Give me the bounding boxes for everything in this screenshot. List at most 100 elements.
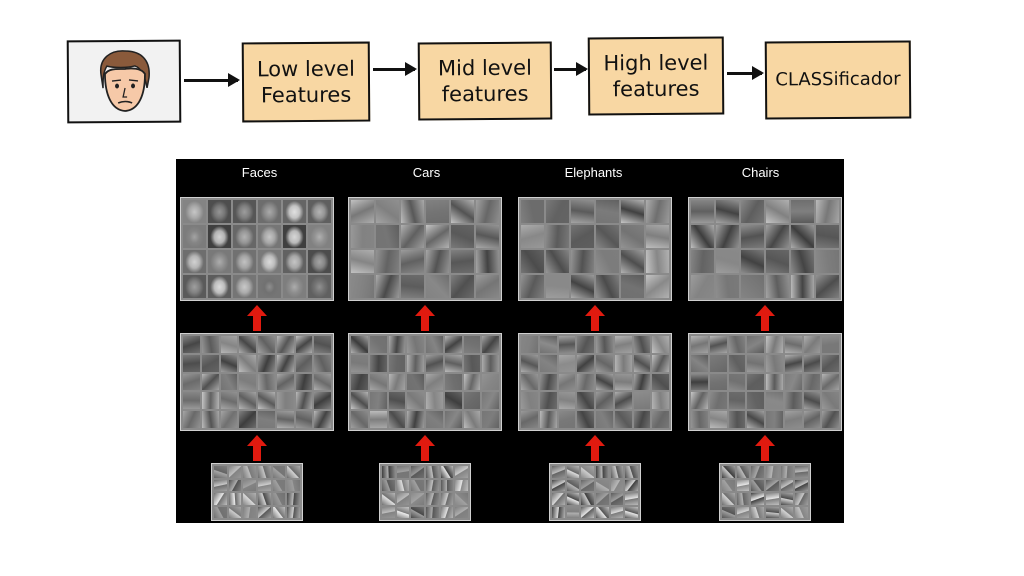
- filter-tile: [596, 336, 613, 353]
- filter-tile: [258, 250, 281, 273]
- filter-tile: [751, 493, 764, 505]
- filter-tile: [283, 250, 306, 273]
- filter-tile: [314, 411, 331, 428]
- filter-tile: [214, 507, 227, 519]
- filter-tile: [455, 466, 468, 478]
- filter-tile: [451, 225, 474, 248]
- filter-tile: [791, 275, 814, 298]
- filter-tile: [571, 200, 594, 223]
- filter-tile: [737, 493, 750, 505]
- filter-tile: [710, 392, 727, 409]
- filter-tile: [407, 336, 424, 353]
- filter-tile: [795, 466, 808, 478]
- filter-tile: [581, 493, 594, 505]
- filter-tile: [296, 374, 313, 391]
- filter-tile: [277, 392, 294, 409]
- filter-tile: [822, 374, 839, 391]
- filter-tile: [722, 507, 735, 519]
- filter-tile: [183, 225, 206, 248]
- filter-tile: [258, 374, 275, 391]
- filter-tile: [741, 275, 764, 298]
- filter-tile: [634, 336, 651, 353]
- filter-tile: [407, 411, 424, 428]
- filter-tile: [795, 493, 808, 505]
- filter-tile: [401, 225, 424, 248]
- filter-tile: [376, 225, 399, 248]
- filter-tile: [741, 200, 764, 223]
- filter-tile: [183, 374, 200, 391]
- filter-tile: [766, 392, 783, 409]
- filter-tile: [781, 493, 794, 505]
- filter-tile: [615, 411, 632, 428]
- filter-tile: [751, 507, 764, 519]
- filter-tile: [615, 355, 632, 372]
- filter-tile: [716, 250, 739, 273]
- filter-tile: [426, 250, 449, 273]
- filter-tile: [691, 336, 708, 353]
- filter-tile: [741, 225, 764, 248]
- filter-tile: [258, 225, 281, 248]
- filter-tile: [351, 200, 374, 223]
- filter-tile: [229, 507, 242, 519]
- filter-tile: [476, 200, 499, 223]
- filter-tile: [397, 507, 410, 519]
- filter-tile: [540, 336, 557, 353]
- filter-tile: [308, 225, 331, 248]
- filter-tile: [804, 355, 821, 372]
- filter-tile: [521, 336, 538, 353]
- filter-tile: [611, 507, 624, 519]
- chairs-edge-features-grid: [719, 463, 811, 521]
- filter-tile: [546, 225, 569, 248]
- filter-tile: [451, 250, 474, 273]
- filter-tile: [577, 336, 594, 353]
- filter-tile: [766, 200, 789, 223]
- filter-tile: [822, 411, 839, 428]
- stage-label: CLASSificador: [775, 68, 900, 91]
- filter-tile: [816, 225, 839, 248]
- filter-tile: [747, 355, 764, 372]
- filter-tile: [214, 480, 227, 492]
- filter-tile: [816, 250, 839, 273]
- up-arrow-elephants-top: [585, 305, 605, 331]
- filter-tile: [445, 355, 462, 372]
- filter-tile: [482, 411, 499, 428]
- filter-tile: [791, 200, 814, 223]
- filter-tile: [202, 392, 219, 409]
- flow-arrow-3: [554, 68, 586, 71]
- filter-tile: [567, 480, 580, 492]
- filter-tile: [273, 507, 286, 519]
- filter-tile: [476, 275, 499, 298]
- filter-tile: [208, 200, 231, 223]
- filter-tile: [766, 493, 779, 505]
- filter-tile: [621, 250, 644, 273]
- filter-tile: [183, 411, 200, 428]
- filter-tile: [766, 480, 779, 492]
- filter-tile: [691, 411, 708, 428]
- filter-tile: [351, 374, 368, 391]
- filter-tile: [370, 336, 387, 353]
- filter-tile: [233, 250, 256, 273]
- filter-tile: [751, 466, 764, 478]
- filter-tile: [552, 466, 565, 478]
- filter-tile: [239, 374, 256, 391]
- filter-tile: [239, 355, 256, 372]
- filter-tile: [729, 374, 746, 391]
- filter-tile: [287, 480, 300, 492]
- filter-tile: [221, 411, 238, 428]
- filter-tile: [729, 336, 746, 353]
- filter-tile: [214, 466, 227, 478]
- filter-tile: [233, 200, 256, 223]
- up-arrow-chairs-bottom: [755, 435, 775, 461]
- filter-tile: [382, 493, 395, 505]
- filter-tile: [521, 392, 538, 409]
- filter-tile: [277, 336, 294, 353]
- filter-tile: [482, 392, 499, 409]
- filter-tile: [351, 250, 374, 273]
- filter-tile: [258, 275, 281, 298]
- filter-tile: [596, 507, 609, 519]
- filter-tile: [621, 275, 644, 298]
- elephants-object-features-grid: [518, 197, 672, 301]
- filter-tile: [691, 355, 708, 372]
- filter-tile: [397, 466, 410, 478]
- filter-tile: [426, 480, 439, 492]
